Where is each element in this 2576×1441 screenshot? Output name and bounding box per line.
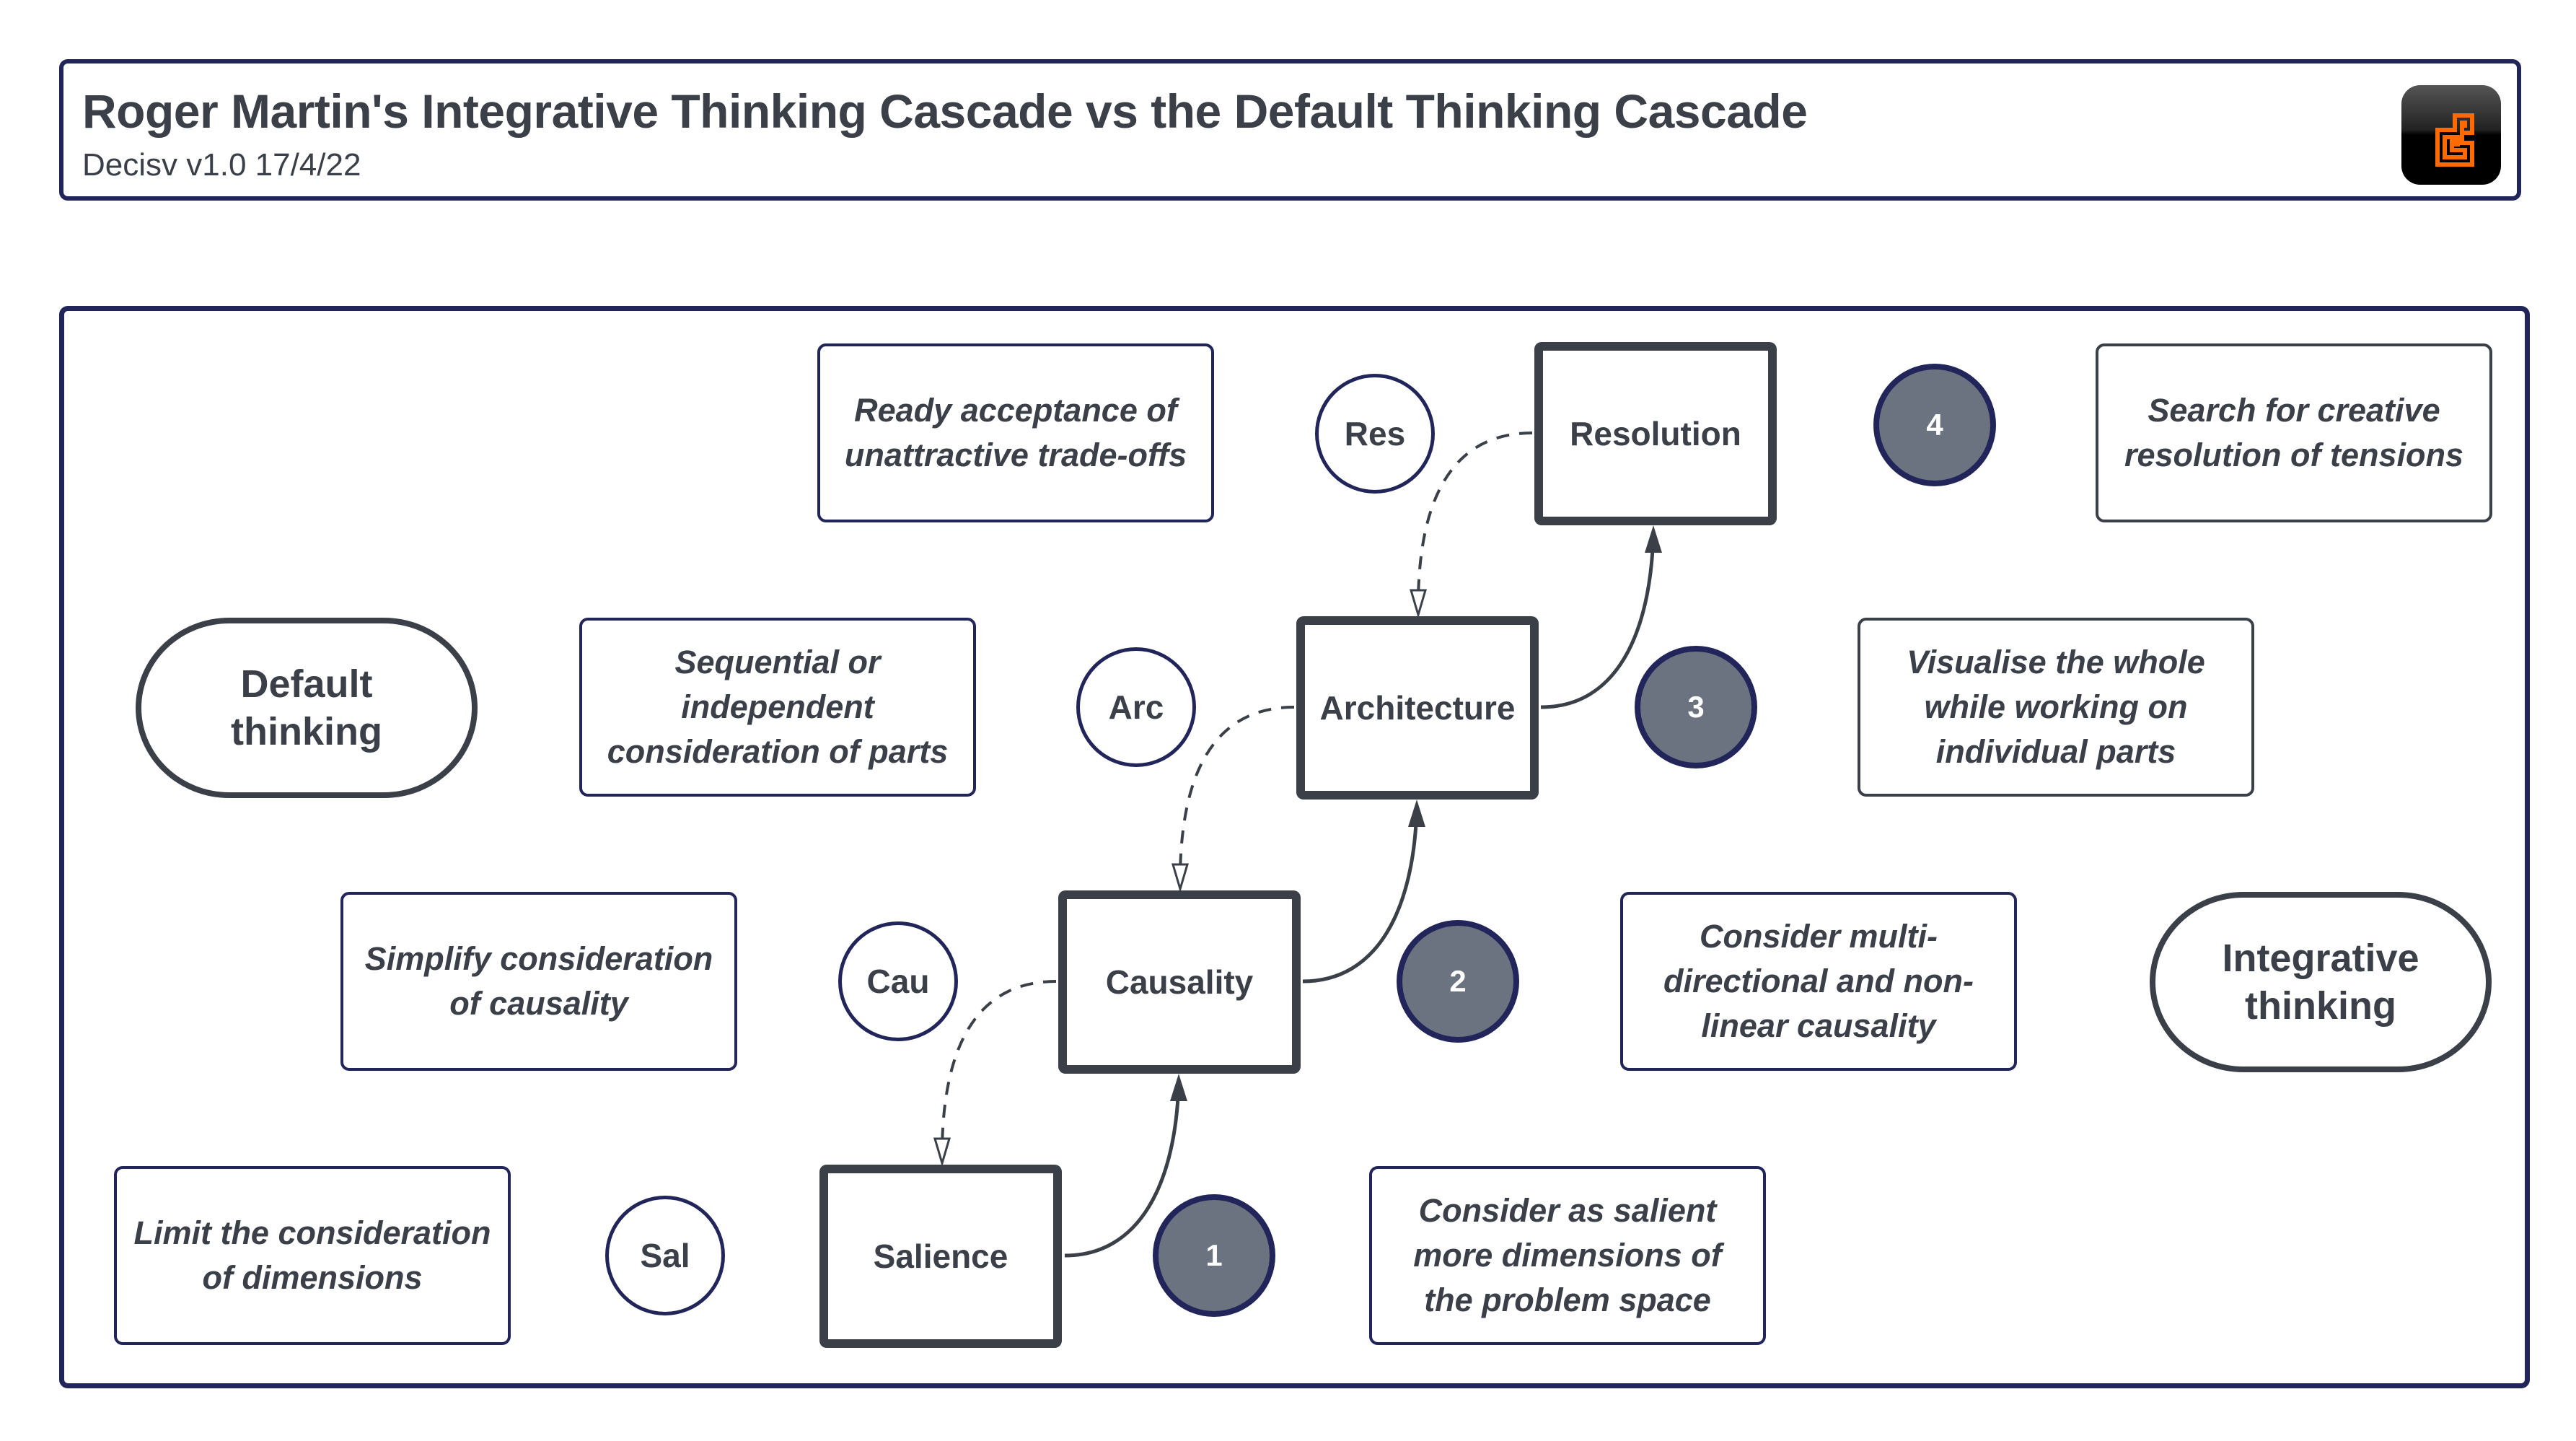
page-title: Roger Martin's Integrative Thinking Casc… (82, 84, 1808, 138)
default-note-salience: Limit the consideration of dimensions (114, 1166, 511, 1345)
integrative-note-resolution: Search for creative resolution of tensio… (2096, 343, 2492, 522)
default-note-causality: Simplify consideration of causality (340, 892, 737, 1071)
default-thinking-label: Default thinking (136, 618, 478, 798)
integrative-thinking-label: Integrative thinking (2150, 892, 2492, 1072)
stage-box-resolution: Resolution (1534, 342, 1777, 525)
stage-box-salience: Salience (819, 1165, 1062, 1348)
version-date: Decisv v1.0 17/4/22 (82, 147, 361, 183)
step-badge-4: 4 (1873, 364, 1996, 486)
stage-box-causality: Causality (1058, 890, 1301, 1074)
integrative-note-causality: Consider multi-directional and non-linea… (1620, 892, 2017, 1071)
integrative-note-salience: Consider as salient more dimensions of t… (1369, 1166, 1766, 1345)
header-card: Roger Martin's Integrative Thinking Casc… (59, 59, 2521, 201)
step-badge-2: 2 (1397, 920, 1519, 1043)
step-badge-3: 3 (1635, 646, 1757, 768)
step-badge-1: 1 (1153, 1194, 1275, 1317)
abbr-circle-salience: Sal (605, 1196, 725, 1315)
stage-box-architecture: Architecture (1296, 616, 1539, 800)
abbr-circle-resolution: Res (1315, 374, 1435, 494)
integrative-note-architecture: Visualise the whole while working on ind… (1858, 618, 2254, 797)
default-note-architecture: Sequential or independent consideration … (579, 618, 976, 797)
abbr-circle-architecture: Arc (1076, 647, 1196, 767)
default-note-resolution: Ready acceptance of unattractive trade-o… (817, 343, 1214, 522)
abbr-circle-causality: Cau (838, 921, 958, 1041)
decisv-logo-icon (2401, 85, 2501, 185)
